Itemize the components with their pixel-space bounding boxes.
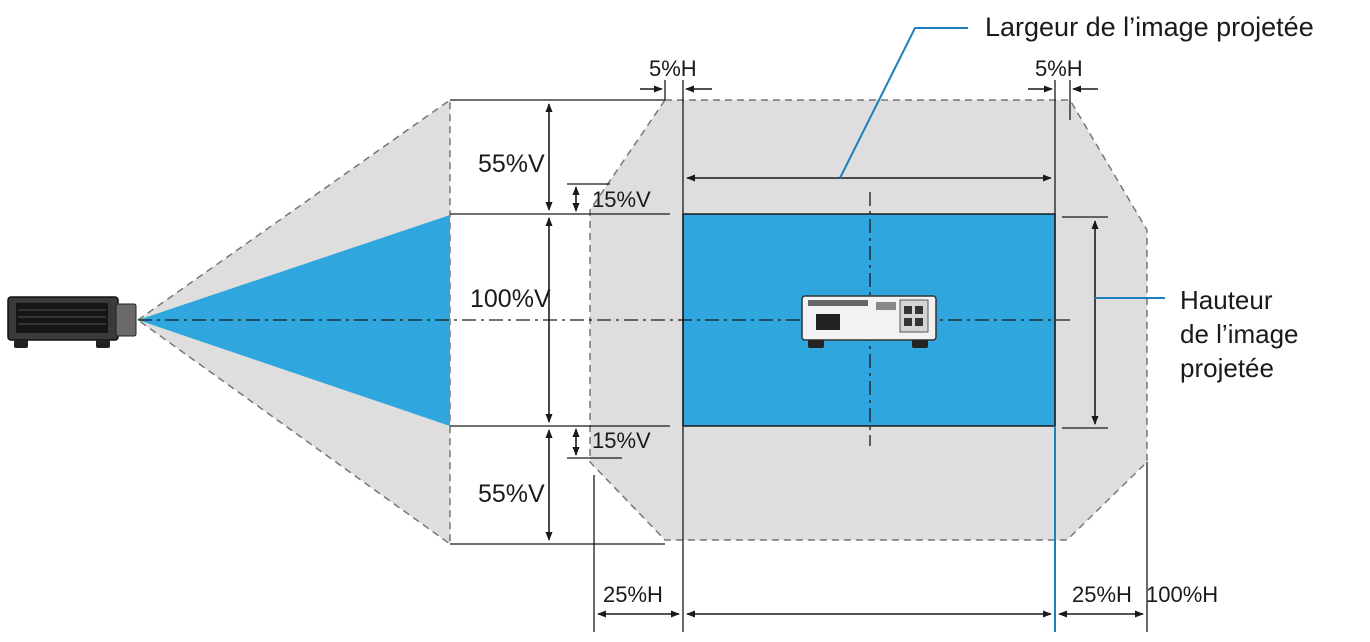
height-title-line3: projetée	[1180, 353, 1274, 383]
top-55v-label: 55%V	[478, 150, 545, 178]
bottom-left-25h-label: 25%H	[603, 582, 663, 607]
top-right-5h-label: 5%H	[1035, 56, 1083, 81]
horizontal-extension-lines	[450, 99, 1108, 545]
top-15v-label: 15%V	[592, 187, 651, 212]
height-title-line2: de l’image	[1180, 319, 1299, 349]
bottom-right-25h-label: 25%H	[1072, 582, 1132, 607]
projector-front-icon	[801, 295, 937, 348]
width-title: Largeur de l’image projetée	[985, 12, 1314, 42]
projector-side-icon	[7, 296, 137, 348]
height-title-line1: Hauteur	[1180, 285, 1273, 315]
bottom-55v-label: 55%V	[478, 480, 545, 508]
bottom-100h-label: 100%H	[1146, 582, 1218, 607]
vertical-dimension-arrows	[545, 103, 1099, 541]
width-callout-line	[839, 27, 968, 179]
top-left-5h-label: 5%H	[649, 56, 697, 81]
bottom-15v-label: 15%V	[592, 428, 651, 453]
center-100v-label: 100%V	[470, 285, 551, 313]
